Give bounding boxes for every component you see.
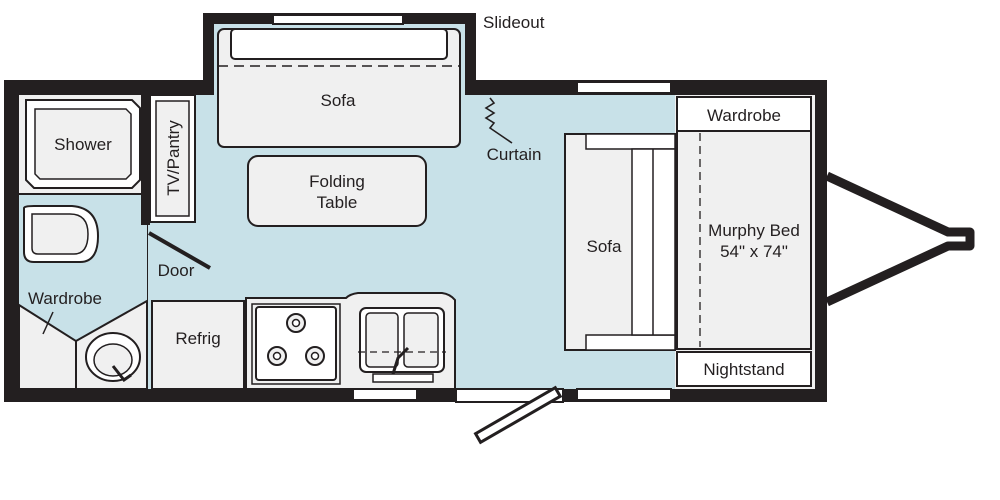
window-bottom-left [352,388,418,401]
window-slideout [272,14,404,25]
nightstand-label: Nightstand [703,360,784,379]
toilet [23,205,100,263]
tv-pantry-label: TV/Pantry [164,120,183,196]
window-top-rear [576,81,672,94]
folding-table [247,155,427,227]
rear-sofa [564,133,676,351]
slideout-sofa-label: Sofa [321,91,357,110]
bath-door [148,231,211,270]
slideout-label: Slideout [483,13,545,32]
curtain-icon [484,97,513,144]
wardrobe-front-label: Wardrobe [707,106,781,125]
window-bottom-right [576,388,672,401]
trailer-tongue [825,171,975,307]
rear-sofa-label: Sofa [587,237,623,256]
bath-wardrobe-label: Wardrobe [28,289,102,308]
bath-wall [141,95,150,225]
murphy-bed-label-line1: Murphy Bed [708,221,800,240]
lavatory [75,299,148,390]
shower-label: Shower [54,135,112,154]
entry-door [473,385,563,445]
folding-table-label-line1: Folding [309,172,365,191]
refrig-label: Refrig [175,329,220,348]
folding-table-label-line2: Table [317,193,358,212]
curtain-label: Curtain [487,145,542,164]
sink-icon [358,307,446,383]
wardrobe-front [676,96,812,132]
nightstand [676,351,812,387]
stove-icon [255,306,337,381]
slideout-sofa [217,28,461,148]
door-label: Door [158,261,195,280]
refrigerator [151,300,245,390]
shower [25,99,141,189]
murphy-bed [676,130,812,350]
murphy-bed-label-line2: 54" x 74" [720,242,788,261]
